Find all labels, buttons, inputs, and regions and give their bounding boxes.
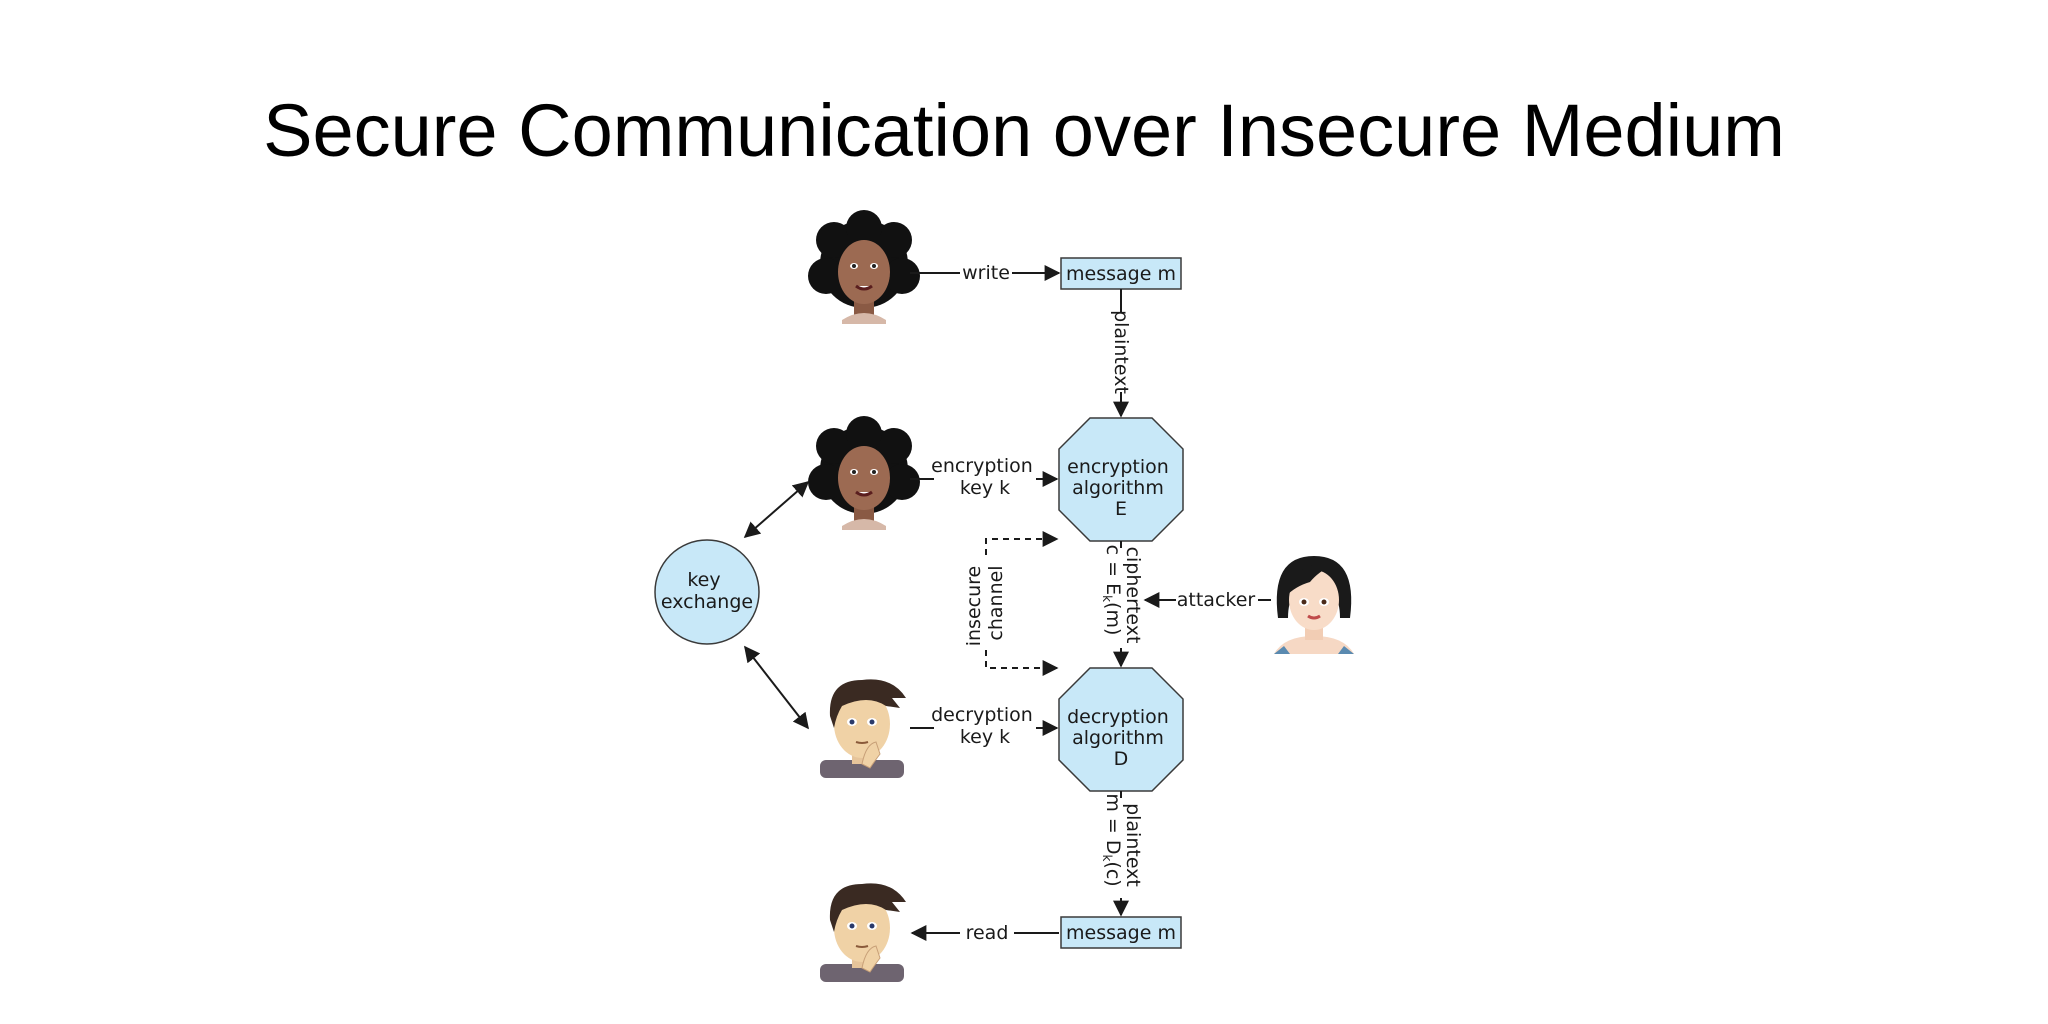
message-top-box — [1060, 257, 1182, 290]
bob-reader-avatar — [819, 882, 907, 983]
dec-key-label: decryption key k — [931, 704, 1039, 748]
read-label: read — [966, 922, 1009, 944]
decryption-algorithm-label: decryption algorithm D — [1067, 706, 1175, 770]
eve-attacker-avatar — [1272, 554, 1356, 656]
key-exchange-node — [654, 539, 760, 645]
alice-writer-avatar — [806, 208, 922, 326]
page-title: Secure Communication over Insecure Mediu… — [263, 89, 1785, 172]
key-exchange-label: key exchange — [661, 569, 753, 613]
encryption-algorithm-node — [1058, 417, 1184, 542]
write-label: write — [962, 262, 1010, 284]
ciphertext-label: ciphertext c = Ek(m) — [1100, 545, 1144, 650]
insecure-channel-bottom-edge — [985, 650, 1059, 676]
key-exchange-to-bob-edge — [744, 645, 809, 730]
message-bottom-box — [1060, 916, 1182, 949]
alice-encryptor-avatar — [806, 414, 922, 532]
insecure-channel-label: insecure channel — [963, 560, 1007, 647]
encryption-algorithm-label: encryption algorithm E — [1067, 456, 1175, 520]
message-top-label: message m — [1066, 263, 1176, 285]
message-bottom-label: message m — [1066, 922, 1176, 944]
insecure-channel-top-edge — [985, 531, 1059, 555]
plaintext-top-label: plaintext — [1110, 310, 1132, 394]
enc-key-label: encryption key k — [931, 455, 1039, 499]
plaintext-bottom-label: plaintext m = Dk(c) — [1100, 793, 1144, 893]
bob-decryptor-avatar — [819, 678, 907, 779]
decryption-algorithm-node — [1058, 667, 1184, 792]
key-exchange-to-alice-edge — [743, 480, 810, 539]
attacker-label: attacker — [1177, 589, 1256, 611]
